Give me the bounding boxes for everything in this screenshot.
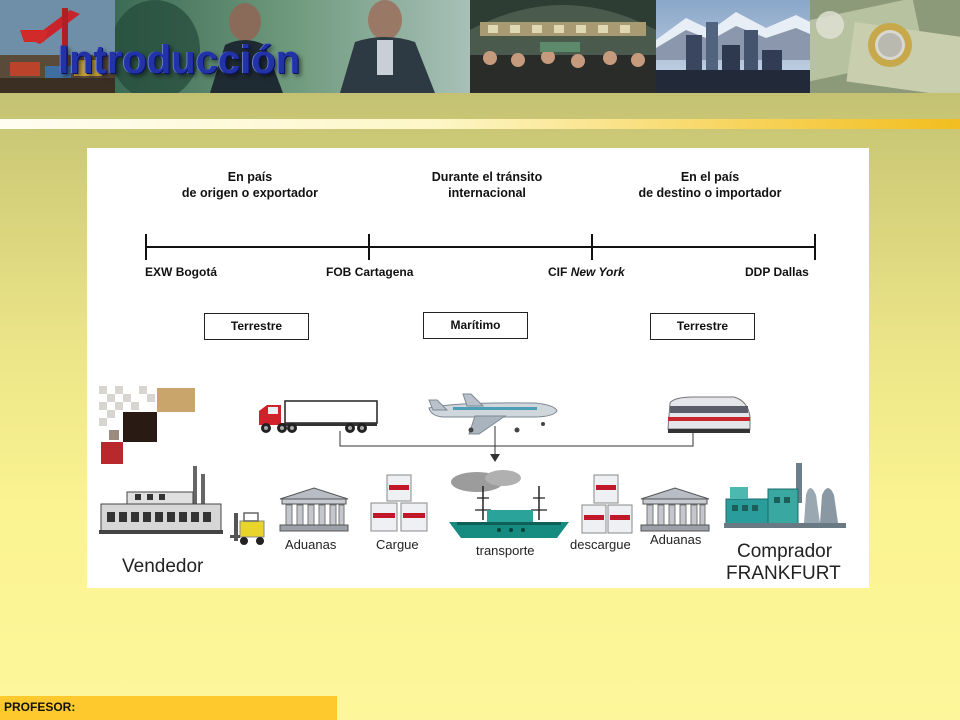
buyer-factory-icon xyxy=(724,463,846,528)
money-coins-photo xyxy=(810,0,960,93)
stage-transit-header: Durante el tránsito internacional xyxy=(402,169,572,201)
tick-label-ddp: DDP Dallas xyxy=(745,265,809,279)
transport-connector-line xyxy=(339,431,694,447)
stage-origin-line1: En país xyxy=(227,170,273,184)
tick-term-cif: CIF xyxy=(548,265,568,279)
stage-destination-line2: de destino o importador xyxy=(638,186,782,200)
city-skyline-photo xyxy=(656,0,810,93)
actor-label-unloading: descargue xyxy=(570,537,631,552)
stage-transit-line2: internacional xyxy=(448,186,526,200)
tick-place-cif: New York xyxy=(570,265,625,279)
actor-label-transport: transporte xyxy=(476,543,535,558)
stage-transit-line1: Durante el tránsito xyxy=(431,170,543,184)
trade-flow-diagram: En país de origen o exportador Durante e… xyxy=(87,148,869,588)
tick-label-fob: FOB Cartagena xyxy=(326,265,413,279)
header-banner: Introducción xyxy=(0,0,960,93)
professor-label: PROFESOR: xyxy=(4,700,76,714)
tick-label-cif: CIF New York xyxy=(548,265,625,279)
footer-bar: PROFESOR: xyxy=(0,696,337,720)
transport-arrow-head xyxy=(490,454,500,462)
business-people-photo xyxy=(115,0,470,93)
tick-label-exw: EXW Bogotá xyxy=(145,265,217,279)
ship-icon xyxy=(449,470,569,538)
airplane-icon xyxy=(428,393,558,435)
truck-icon xyxy=(259,400,378,433)
forklift-icon xyxy=(230,512,265,545)
actor-label-customs-origin: Aduanas xyxy=(285,537,337,552)
actor-label-loading: Cargue xyxy=(376,537,419,552)
actor-label-buyer: Comprador xyxy=(737,541,833,562)
stock-exchange-photo xyxy=(470,0,656,93)
title-divider xyxy=(0,119,960,129)
tick-term-fob: FOB xyxy=(326,265,352,279)
customs-building-icon xyxy=(279,487,349,532)
mode-box-destination-land: Terrestre xyxy=(650,313,755,340)
tick-term-ddp: DDP xyxy=(745,265,771,279)
tick-term-exw: EXW xyxy=(145,265,173,279)
tick-place-ddp: Dallas xyxy=(773,265,809,279)
tick-place-exw: Bogotá xyxy=(175,265,218,279)
stage-origin-line2: de origen o exportador xyxy=(181,186,319,200)
factory-icon xyxy=(99,466,223,534)
train-icon xyxy=(667,396,751,433)
mode-box-origin-land: Terrestre xyxy=(204,313,309,340)
unloading-boxes-icon xyxy=(581,474,633,534)
actor-label-buyer-city: FRANKFURT xyxy=(726,563,841,584)
mode-box-sea: Marítimo xyxy=(423,312,528,339)
port-crane-photo xyxy=(0,0,115,93)
stage-origin-header: En país de origen o exportador xyxy=(165,169,335,201)
customs-building-destination-icon xyxy=(640,487,710,532)
page-title: Introducción xyxy=(58,38,301,82)
stage-destination-line1: En el país xyxy=(680,170,740,184)
actor-label-customs-destination: Aduanas xyxy=(650,532,702,547)
mosaic-logo-icon xyxy=(99,386,195,464)
tick-place-fob: Cartagena xyxy=(354,265,414,279)
stage-destination-header: En el país de destino o importador xyxy=(625,169,795,201)
loading-boxes-icon xyxy=(370,474,428,532)
timeline-lines xyxy=(145,234,816,462)
actor-label-seller: Vendedor xyxy=(122,556,204,577)
